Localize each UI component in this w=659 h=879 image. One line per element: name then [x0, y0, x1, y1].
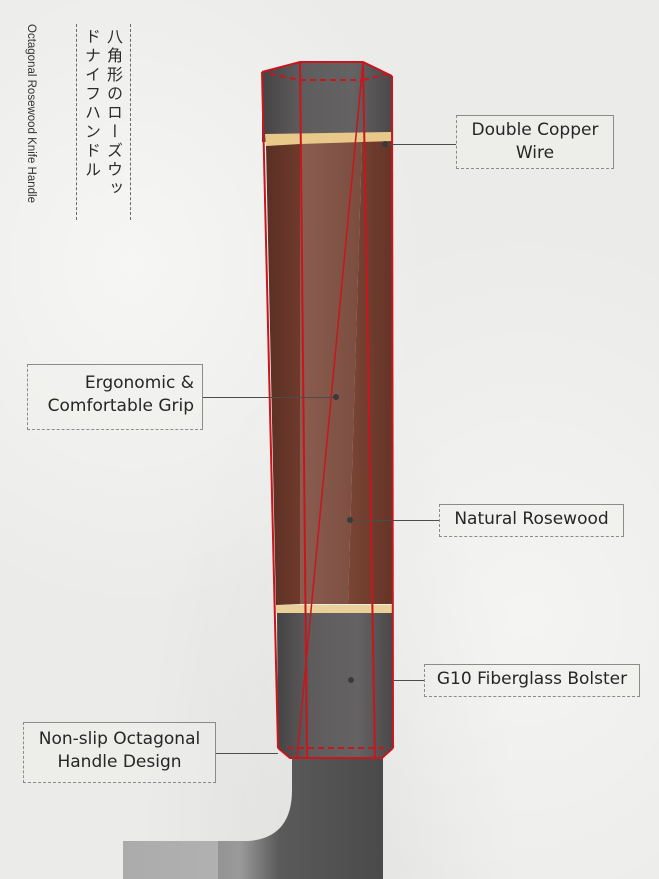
callout-text-line1: Natural Rosewood — [454, 509, 609, 529]
callout-g10-bolster: G10 Fiberglass Bolster — [424, 664, 640, 697]
title-japanese-col1: 八角形のローズウッ — [104, 28, 123, 199]
callout-dot-copper — [382, 141, 388, 147]
callout-dot-grip — [333, 394, 339, 400]
callout-dot-rosewood — [347, 517, 353, 523]
callout-text-line2: Comfortable Grip — [47, 396, 194, 416]
leader-line-octagonal — [216, 753, 278, 754]
title-english: Octagonal Rosewood Knife Handle — [25, 24, 37, 204]
leader-line-bolster — [394, 680, 424, 681]
callout-double-copper-wire: Double Copper Wire — [456, 115, 614, 169]
callout-octagonal-design: Non-slip Octagonal Handle Design — [23, 722, 216, 783]
leader-line-rosewood — [353, 520, 439, 521]
title-divider-right — [130, 24, 131, 220]
callout-text-line1: Double Copper — [471, 120, 599, 140]
callout-text-line1: G10 Fiberglass Bolster — [436, 669, 628, 689]
callout-text-line1: Non-slip Octagonal — [38, 729, 201, 749]
callout-ergonomic-grip: Ergonomic & Comfortable Grip — [27, 364, 203, 430]
vertical-title: Octagonal Rosewood Knife Handle ドナイフハンドル… — [24, 24, 131, 224]
callout-text-line1: Ergonomic & — [84, 373, 194, 393]
callout-dot-bolster — [348, 677, 354, 683]
callout-natural-rosewood: Natural Rosewood — [439, 504, 624, 537]
title-japanese-col2: ドナイフハンドル — [82, 28, 101, 180]
callout-text-line2: Wire — [515, 143, 555, 163]
leader-line-copper — [388, 144, 456, 145]
callout-text-line2: Handle Design — [57, 752, 182, 772]
title-divider-left — [76, 24, 77, 220]
leader-line-grip — [203, 397, 336, 398]
